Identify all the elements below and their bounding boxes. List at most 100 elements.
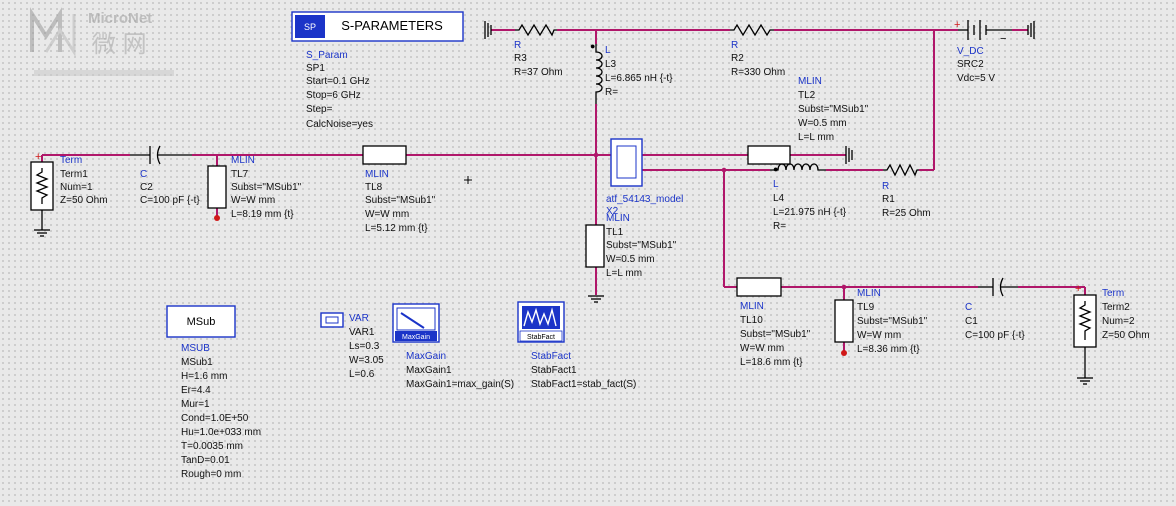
- tl9-type: MLIN: [857, 288, 881, 299]
- mlin-tl10[interactable]: [736, 277, 782, 297]
- capacitor-c2[interactable]: [130, 145, 192, 165]
- tl10-type: MLIN: [740, 301, 764, 312]
- svg-text:+: +: [35, 151, 41, 163]
- sp-line-4: Step=: [306, 104, 333, 115]
- sp-line-5: CalcNoise=yes: [306, 119, 373, 130]
- dc-ground-left: [484, 21, 492, 39]
- tl8-label: MLIN TL8 Subst="MSub1" W=W mm L=5.12 mm …: [365, 169, 436, 234]
- x2-label: atf_54143_model X2: [606, 194, 683, 217]
- r1-label: R R1 R=25 Ohm: [882, 181, 931, 219]
- var-w: W=3.05: [349, 355, 384, 366]
- stabfact-type: StabFact: [531, 351, 571, 362]
- sparameters-params: S_Param SP1 Start=0.1 GHz Stop=6 GHz Ste…: [306, 50, 373, 130]
- maxgain-icon-label: MaxGain: [402, 334, 430, 341]
- tl2-name: TL2: [798, 90, 816, 101]
- stabfact-icon-label: StabFact: [527, 334, 555, 341]
- tl8-name: TL8: [365, 182, 383, 193]
- tl9-name: TL9: [857, 302, 875, 313]
- tl7-label: MLIN TL7 Subst="MSub1" W=W mm L=8.19 mm …: [231, 155, 302, 220]
- r2-value: R=330 Ohm: [731, 67, 785, 78]
- resistor-r2[interactable]: [730, 23, 774, 37]
- tl10-w: W=W mm: [740, 343, 784, 354]
- vdc-source[interactable]: + −: [954, 19, 1012, 45]
- l3-r: R=: [605, 87, 618, 98]
- msub-line-6: Hu=1.0e+033 mm: [181, 427, 261, 438]
- msub-line-7: T=0.0035 mm: [181, 441, 243, 452]
- sp-line-2: Start=0.1 GHz: [306, 76, 370, 87]
- tl2-subst: Subst="MSub1": [798, 104, 869, 115]
- term2-port[interactable]: +: [1073, 283, 1097, 385]
- msub-line-8: TanD=0.01: [181, 455, 230, 466]
- msub-line-3: Er=4.4: [181, 385, 211, 396]
- l3-name: L3: [605, 59, 617, 70]
- sp-line-3: Stop=6 GHz: [306, 90, 361, 101]
- vdc-name: SRC2: [957, 59, 984, 70]
- l4-value: L=21.975 nH {-t}: [773, 207, 847, 218]
- maxgain-measurement[interactable]: MaxGain: [392, 303, 440, 343]
- mlin-tl8[interactable]: [362, 145, 407, 165]
- sparam-icon: SP: [304, 22, 316, 32]
- sparameters-title: S-PARAMETERS: [341, 18, 443, 33]
- r1-value: R=25 Ohm: [882, 208, 931, 219]
- tl10-l: L=18.6 mm {t}: [740, 357, 803, 368]
- r3-name: R3: [514, 53, 527, 64]
- x2-model: atf_54143_model: [606, 194, 683, 205]
- msub-line-2: H=1.6 mm: [181, 371, 227, 382]
- l4-type: L: [773, 179, 779, 190]
- term2-name: Term2: [1102, 302, 1130, 313]
- mlin-tl1[interactable]: [585, 224, 605, 303]
- l4-label: L L4 L=21.975 nH {-t} R=: [773, 179, 847, 232]
- vdc-label: V_DC SRC2 Vdc=5 V: [957, 46, 995, 84]
- micronet-watermark: MicroNet 微 网: [30, 7, 174, 76]
- msub-line-9: Rough=0 mm: [181, 469, 241, 480]
- tl10-label: MLIN TL10 Subst="MSub1" W=W mm L=18.6 mm…: [740, 301, 811, 368]
- transistor-x2[interactable]: [610, 138, 643, 187]
- tl7-subst: Subst="MSub1": [231, 182, 302, 193]
- l4-name: L4: [773, 193, 785, 204]
- dc-ground-right: [1027, 21, 1035, 39]
- tl2-label: MLIN TL2 Subst="MSub1" W=0.5 mm L=L mm: [798, 76, 869, 143]
- watermark-cn: 微 网: [92, 31, 147, 58]
- svg-text:●: ●: [590, 41, 595, 51]
- inductor-l4[interactable]: ●: [770, 163, 826, 174]
- mlin-tl7[interactable]: [207, 165, 227, 209]
- inductor-l3[interactable]: ●: [590, 41, 603, 104]
- tl1-name: TL1: [606, 227, 624, 238]
- mlin-tl2[interactable]: [747, 145, 853, 165]
- r1-name: R1: [882, 194, 895, 205]
- msub-substrate[interactable]: MSub: [166, 305, 236, 338]
- term2-type: Term: [1102, 288, 1124, 299]
- msub-line-5: Cond=1.0E+50: [181, 413, 249, 424]
- tl1-label: MLIN TL1 Subst="MSub1" W=0.5 mm L=L mm: [606, 213, 677, 279]
- stabfact-measurement[interactable]: StabFact: [517, 301, 565, 343]
- l3-type: L: [605, 45, 611, 56]
- maxgain-expr: MaxGain1=max_gain(S): [406, 379, 514, 390]
- var-ls: Ls=0.3: [349, 341, 380, 352]
- c1-value: C=100 pF {-t}: [965, 330, 1025, 341]
- maxgain-name: MaxGain1: [406, 365, 452, 376]
- capacitor-c1[interactable]: [978, 277, 1018, 297]
- c1-type: C: [965, 302, 972, 313]
- term1-port[interactable]: +: [30, 151, 54, 237]
- sparameters-controller[interactable]: SP S-PARAMETERS: [291, 11, 464, 42]
- svg-text:−: −: [1000, 33, 1006, 45]
- msub-line-0: MSUB: [181, 343, 210, 354]
- c2-type: C: [140, 169, 147, 180]
- c2-label: C C2 C=100 pF {-t}: [140, 169, 200, 206]
- r2-type: R: [731, 40, 738, 51]
- r3-type: R: [514, 40, 521, 51]
- tl7-l: L=8.19 mm {t}: [231, 209, 294, 220]
- term2-label: Term Term2 Num=2 Z=50 Ohm: [1102, 288, 1150, 341]
- var-equation[interactable]: [320, 312, 344, 328]
- stabfact-expr: StabFact1=stab_fact(S): [531, 379, 636, 390]
- mlin-tl9[interactable]: [834, 299, 854, 343]
- r3-label: R R3 R=37 Ohm: [514, 40, 563, 78]
- tl2-type: MLIN: [798, 76, 822, 87]
- r2-label: R R2 R=330 Ohm: [731, 40, 785, 78]
- r2-name: R2: [731, 53, 744, 64]
- resistor-r1[interactable]: [883, 163, 919, 177]
- junction-marks: [214, 152, 847, 356]
- sp-line-0: S_Param: [306, 50, 348, 61]
- resistor-r3[interactable]: [515, 23, 557, 37]
